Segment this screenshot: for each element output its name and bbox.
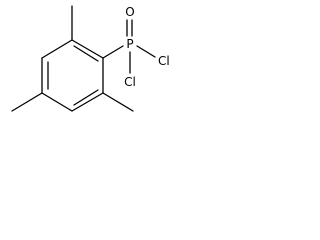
ring-double-bond-1 [73,45,99,62]
structure-diagram: O P Cl Cl [11,5,170,112]
oxygen-label: O [125,5,134,19]
phosphorus-label: P [126,37,133,51]
ring-double-bond-2 [73,89,99,106]
ring-bond-6 [41,39,73,59]
ring-phosphorus-bond [102,45,124,59]
benzene-ring [41,39,104,112]
methyl-bond-left [11,92,43,112]
ring-bond-4 [41,92,73,112]
methyl-bond-bottom-right [102,92,134,112]
phosphorus-chlorine-bond-right [136,45,156,58]
chlorine-label-right: Cl [158,54,170,68]
ring-bond-1 [71,39,104,59]
ring-bond-3 [71,92,104,112]
chlorine-label-bottom: Cl [124,75,136,89]
